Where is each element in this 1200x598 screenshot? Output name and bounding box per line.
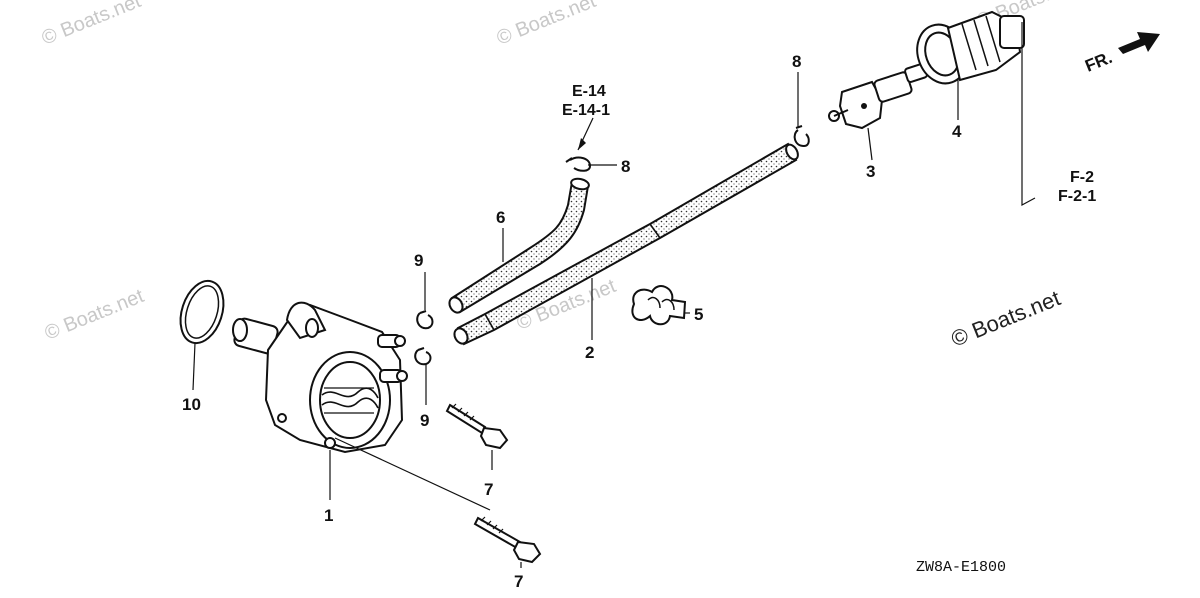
watermark-main: © Boats.net — [948, 285, 1064, 351]
watermark-mid-left: © Boats.net — [42, 285, 148, 345]
callout-6: 6 — [496, 208, 505, 227]
callout-5: 5 — [694, 305, 703, 324]
clip-8-upper-part — [565, 156, 592, 172]
o-ring-part — [179, 279, 225, 345]
tube-clamp-part — [631, 285, 687, 326]
fuel-connector-part — [828, 63, 928, 130]
arrow-right-icon — [1118, 32, 1160, 54]
reference-f2: F-2 — [1070, 169, 1094, 186]
reference-f2-1: F-2-1 — [1058, 188, 1096, 205]
watermark-top-center: © Boats.net — [494, 0, 600, 50]
fuel-pump-part — [232, 301, 408, 454]
callout-3: 3 — [866, 162, 875, 181]
callout-7-lower: 7 — [514, 572, 523, 591]
callout-9-lower: 9 — [420, 411, 429, 430]
reference-e14: E-14 — [572, 83, 606, 100]
front-label: FR. — [1082, 48, 1115, 76]
reference-arrow-icon — [578, 138, 586, 150]
front-indicator: FR. — [1082, 32, 1160, 76]
callout-8-upper: 8 — [621, 157, 630, 176]
clip-upper-part — [416, 310, 434, 330]
bolt-upper-part — [445, 403, 509, 450]
callout-7-upper: 7 — [484, 480, 493, 499]
callout-8-right: 8 — [792, 52, 801, 71]
fuel-tube-short-part — [448, 177, 590, 314]
clip-lower-part — [414, 347, 432, 366]
bolt-lower-part — [473, 516, 542, 564]
diagram-code: ZW8A-E1800 — [916, 559, 1006, 576]
callout-9-upper: 9 — [414, 251, 423, 270]
callout-2: 2 — [585, 343, 594, 362]
fuel-tube-long-part — [453, 142, 799, 346]
reference-e14-1: E-14-1 — [562, 102, 610, 119]
callout-10: 10 — [182, 395, 201, 414]
callout-1: 1 — [324, 506, 333, 525]
connector-joint-part — [916, 10, 1025, 85]
callout-4: 4 — [952, 122, 962, 141]
clip-8-lower-part — [793, 125, 810, 148]
watermark-top-left: © Boats.net — [39, 0, 145, 50]
